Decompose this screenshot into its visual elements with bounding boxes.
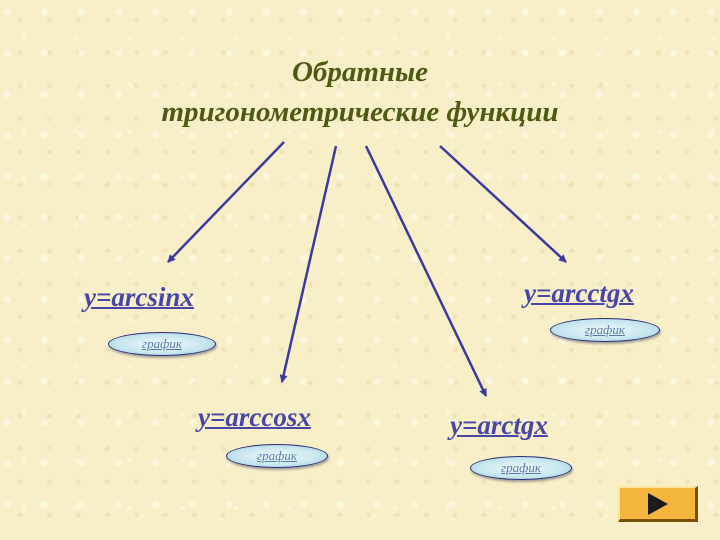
arccos-label: y=arccosx — [198, 402, 311, 432]
title-line-1: Обратные — [291, 56, 429, 88]
arctg-graph-button[interactable]: график — [470, 456, 572, 480]
arrow-to-arctg — [364, 145, 488, 397]
title-line-2: тригонометрические функции — [161, 96, 559, 128]
arcctg-label: y=arcctgx — [524, 278, 634, 308]
arrow-to-arccos — [279, 145, 338, 383]
arcctg-graph-button[interactable]: график — [550, 318, 660, 342]
arcsin-label: y=arcsinx — [84, 282, 194, 312]
arrow-to-arcsin — [167, 141, 285, 263]
page-title: Обратные тригонометрические функции — [60, 52, 660, 132]
arccos-graph-button[interactable]: график — [226, 444, 328, 468]
arctg-label: y=arctgx — [450, 410, 548, 440]
arcsin-graph-button[interactable]: график — [108, 332, 216, 356]
play-right-icon — [647, 492, 668, 515]
next-slide-button[interactable] — [618, 486, 698, 522]
arrow-to-arcctg — [439, 145, 567, 263]
